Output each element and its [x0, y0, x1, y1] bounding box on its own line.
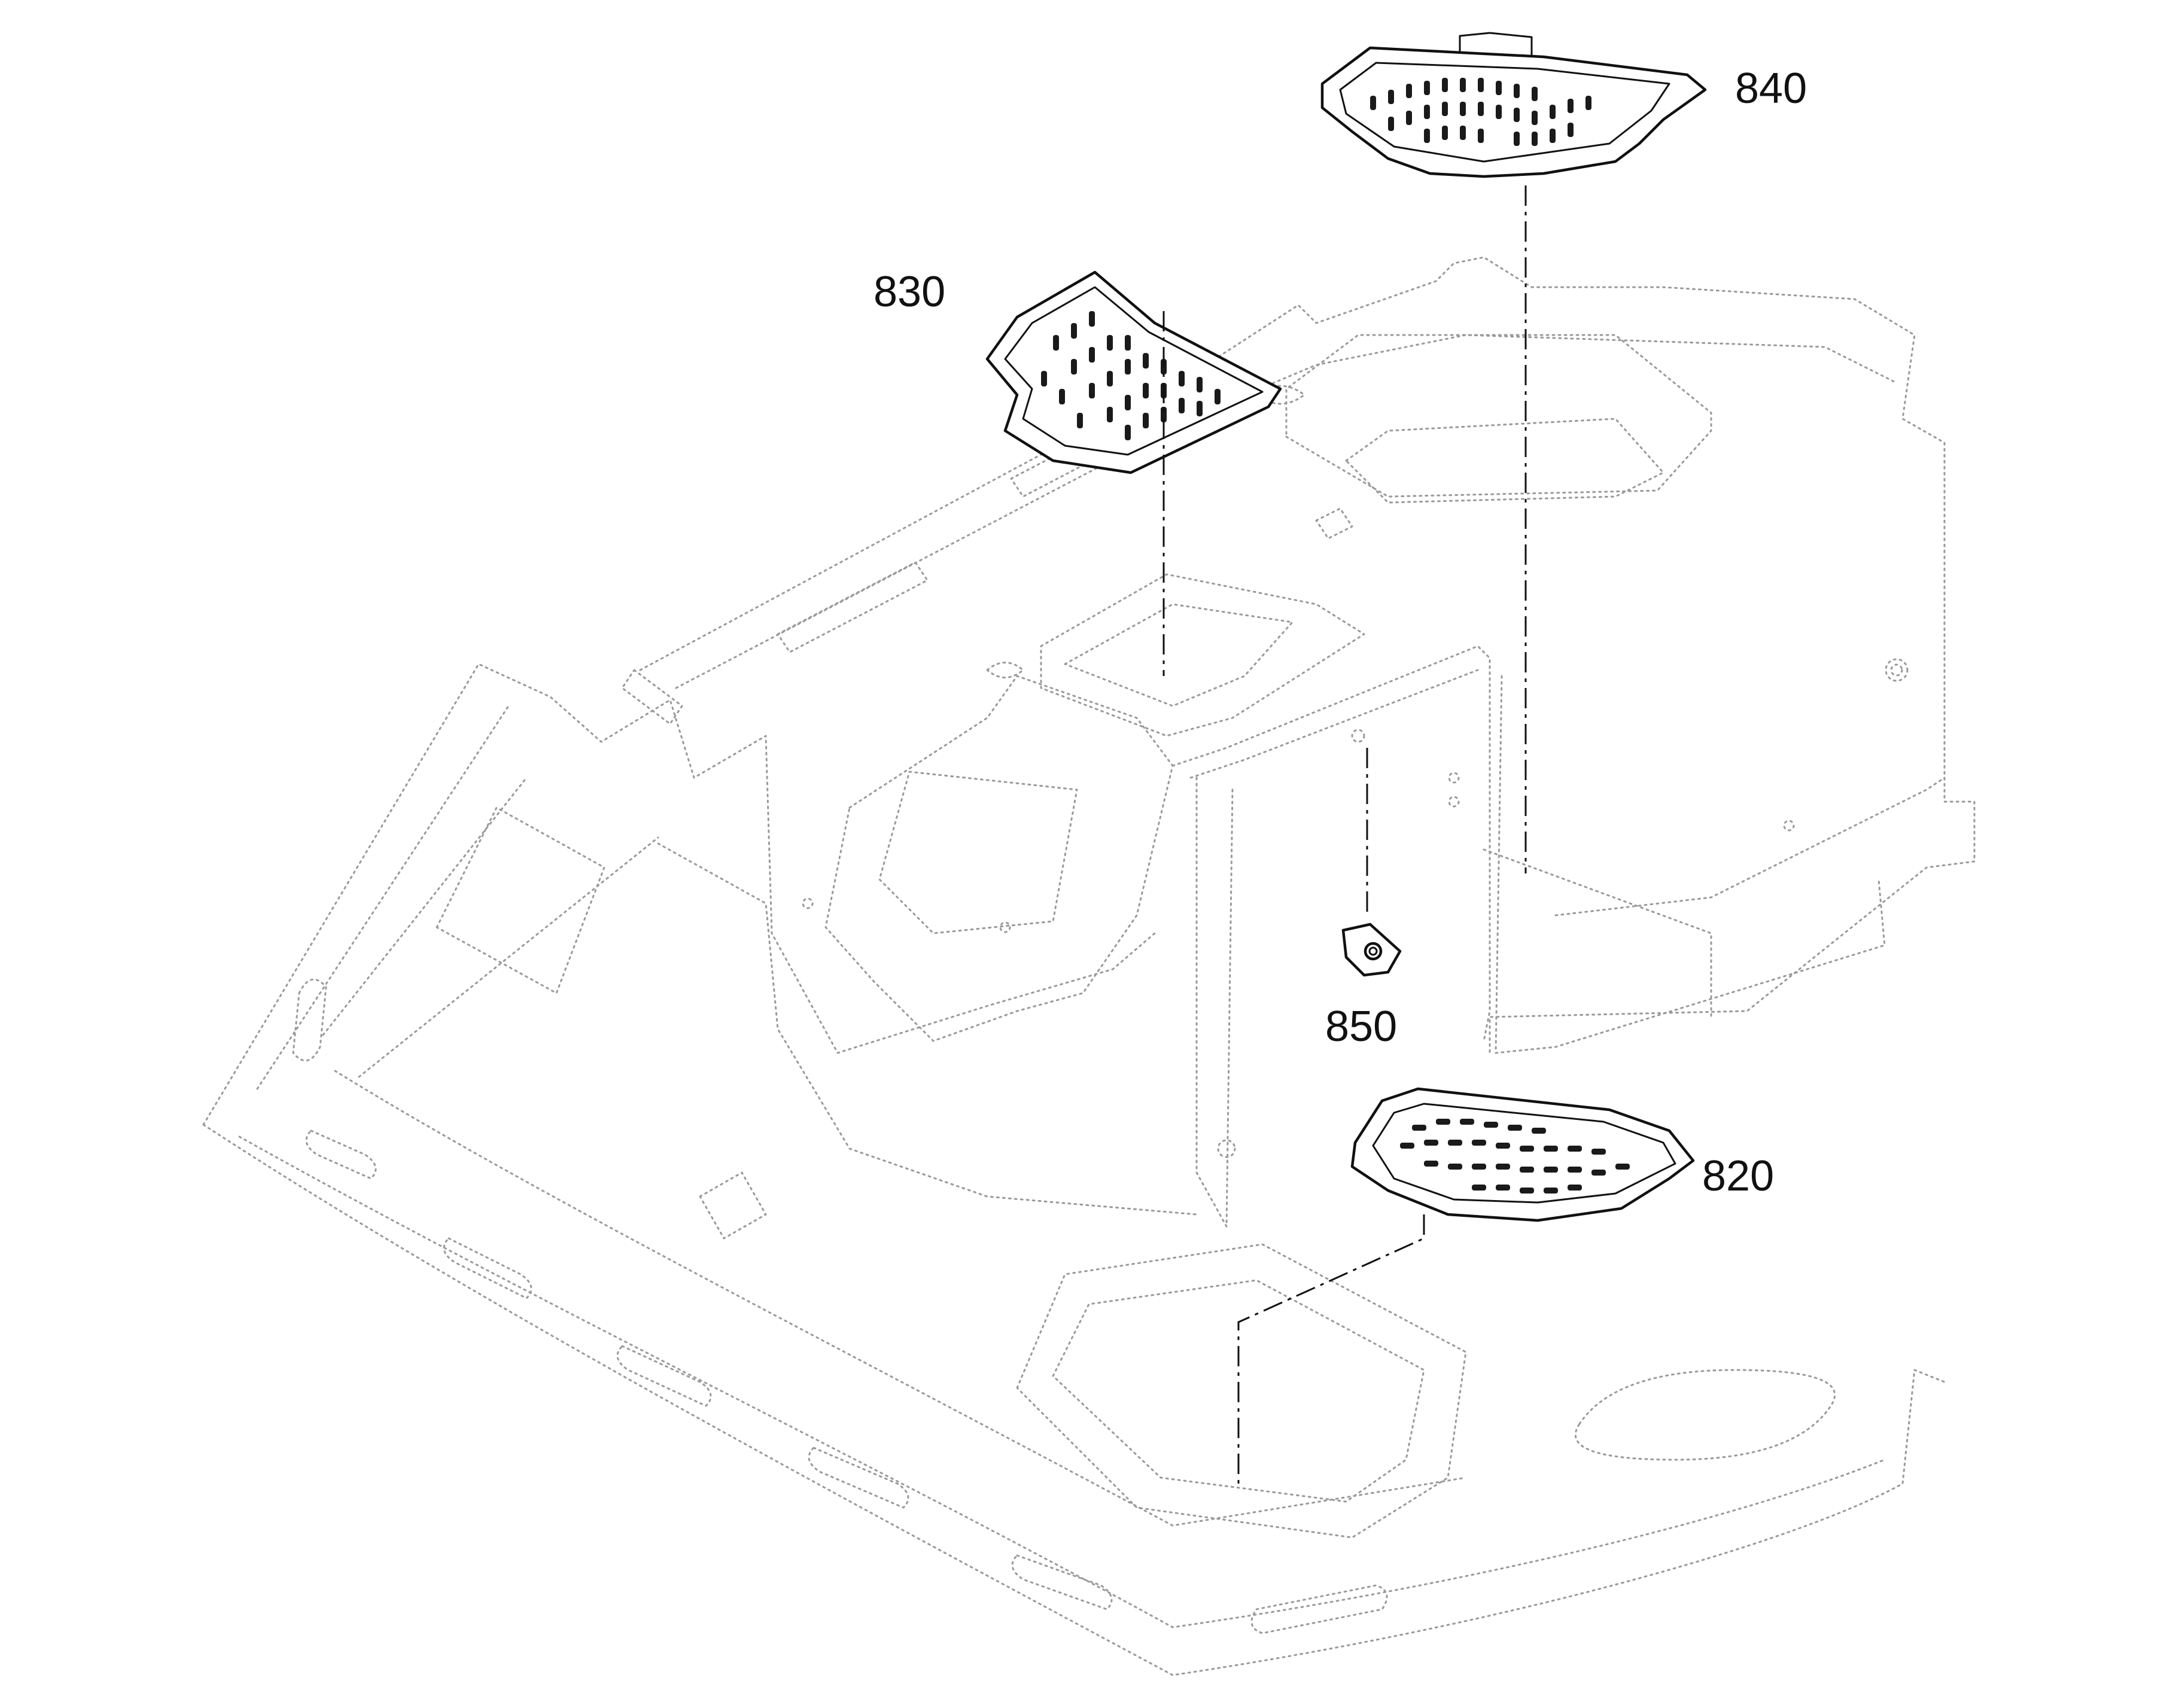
- clip-part-850: [1341, 922, 1402, 977]
- tray-part-820: [1350, 1087, 1695, 1222]
- callout-850: 850: [1325, 1003, 1397, 1051]
- callout-labels: 830 840 850 820: [874, 65, 1807, 1200]
- assembly-leader-lines: [1162, 185, 1527, 1484]
- leader-820: [1237, 1214, 1425, 1484]
- tray-part-830: [985, 270, 1282, 474]
- callout-830: 830: [874, 268, 945, 316]
- callout-840: 840: [1735, 65, 1807, 112]
- vehicle-body-frame: [202, 256, 1976, 1676]
- callout-820: 820: [1702, 1152, 1774, 1200]
- tray-part-840: [1320, 32, 1707, 178]
- tray-830-perforations: [1041, 311, 1221, 440]
- tray-820-perforations: [1400, 1119, 1630, 1194]
- tray-840-perforations: [1370, 78, 1591, 146]
